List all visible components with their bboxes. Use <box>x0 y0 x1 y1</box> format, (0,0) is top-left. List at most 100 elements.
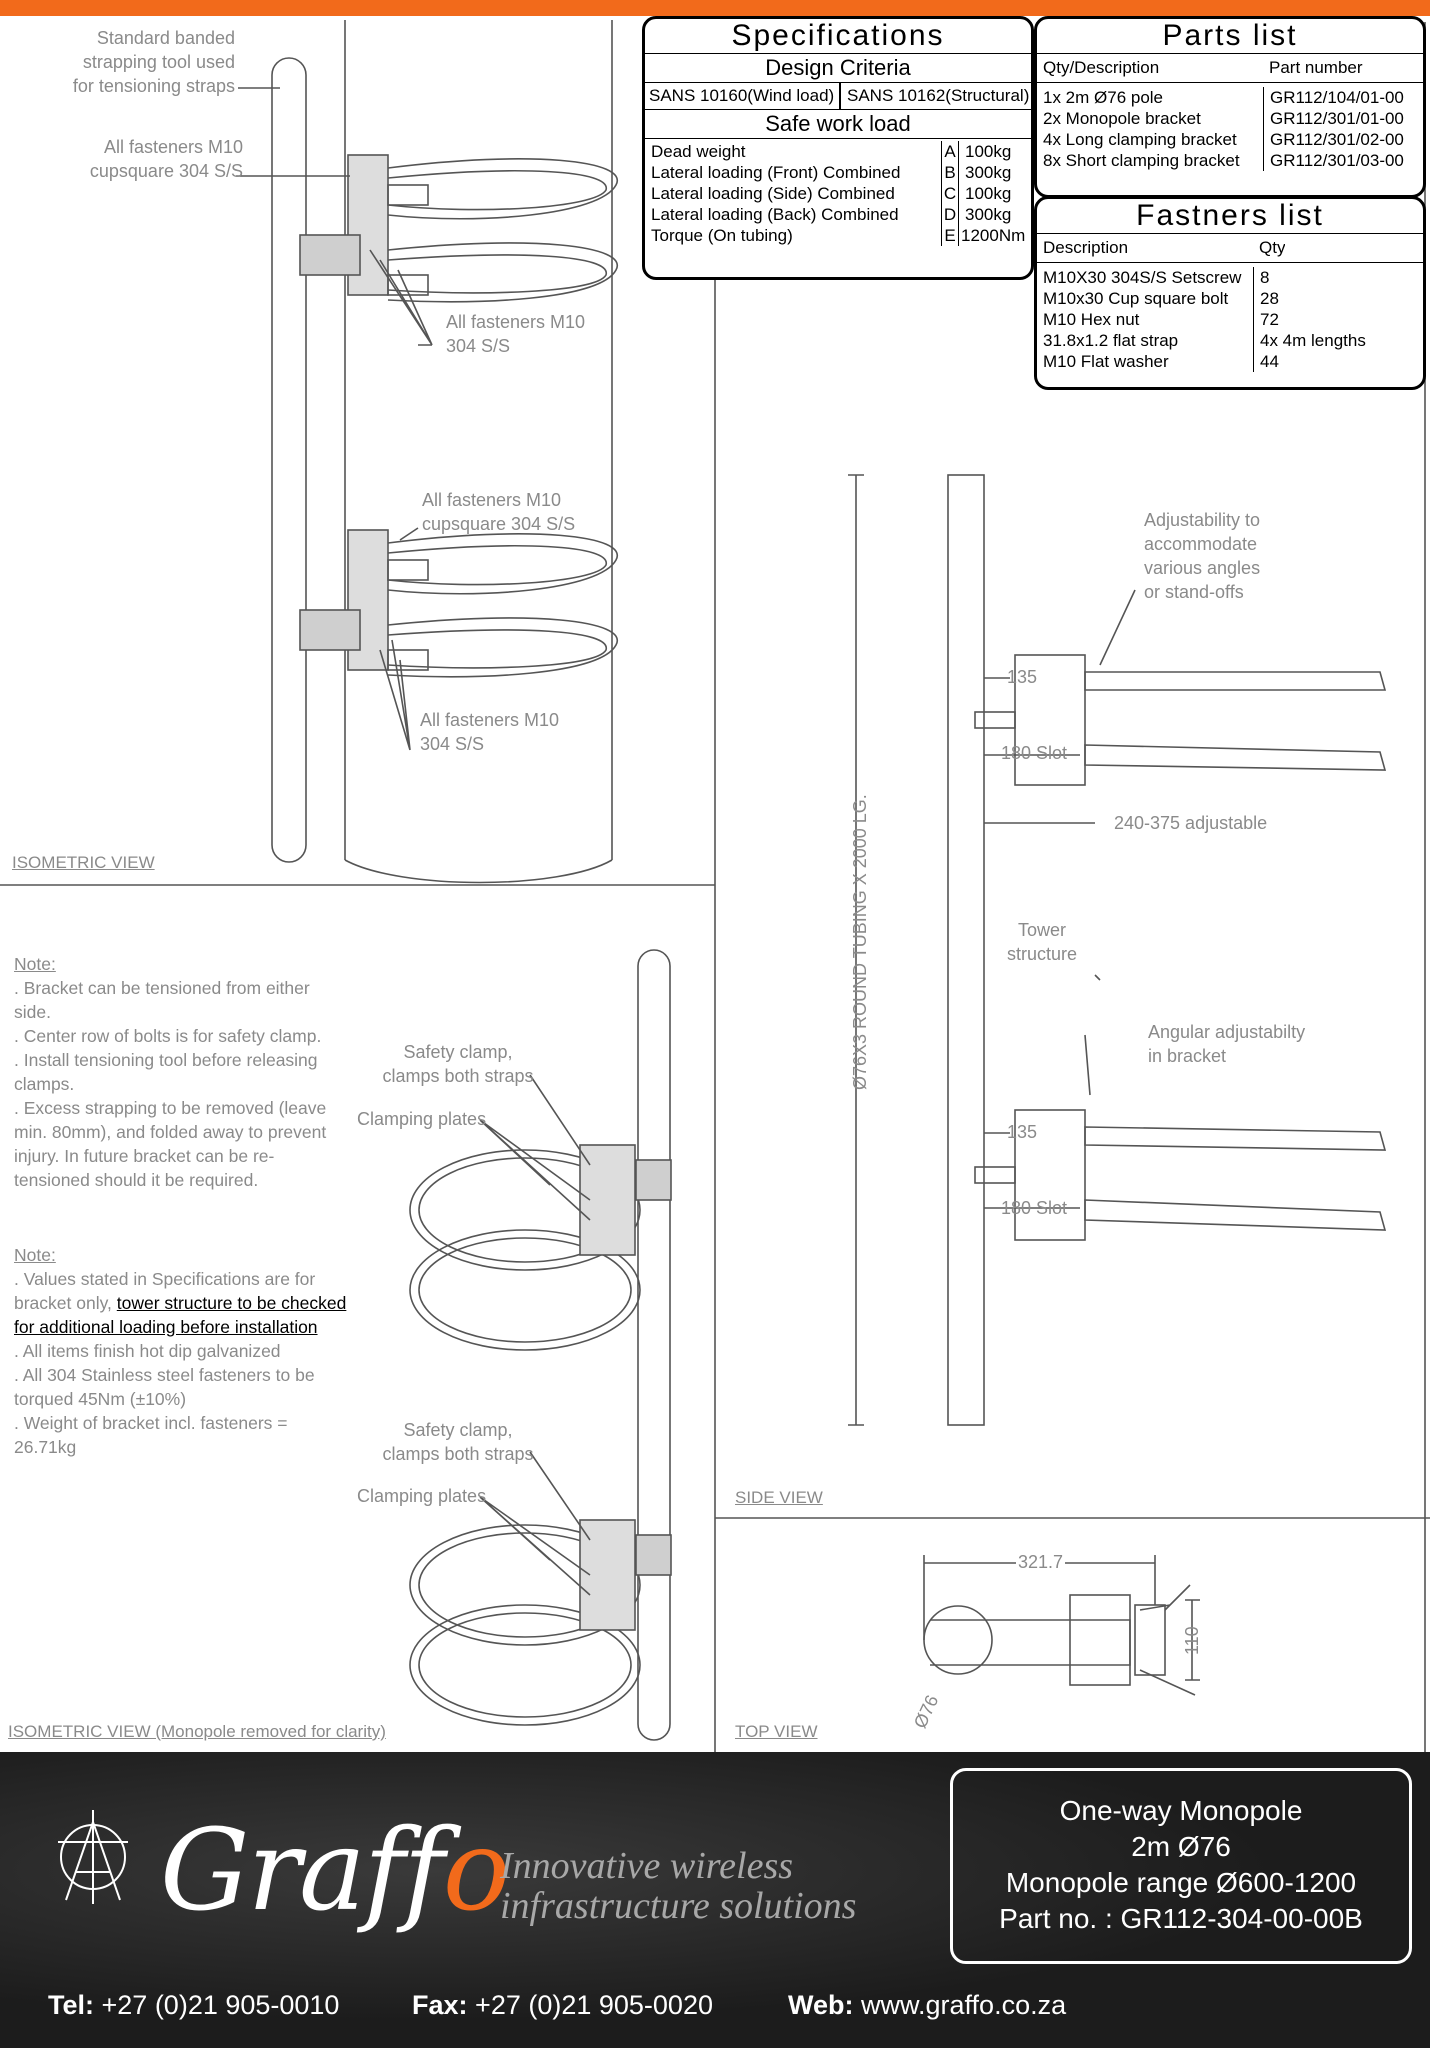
adjust-line-2: accommodate <box>1144 534 1258 554</box>
fasteners-title: Fastners list <box>1037 199 1423 234</box>
fastener-ss-1-line-2: 304 S/S <box>446 336 511 356</box>
part-desc: 2x Monopole bracket <box>1037 108 1264 129</box>
view-label-isometric: ISOMETRIC VIEW <box>12 853 155 872</box>
title-block: One-way Monopole 2m Ø76 Monopole range Ø… <box>950 1768 1412 1964</box>
spec-value: 100kg <box>965 142 1012 161</box>
fastener-cup-2-line-1: All fasteners M10 <box>422 490 562 510</box>
iso2-monopole <box>637 949 671 1741</box>
fasteners-header-desc: Description <box>1043 238 1129 257</box>
strapping-line-3: for tensioning straps <box>72 76 235 96</box>
view-label-top: TOP VIEW <box>735 1722 818 1741</box>
spec-value: 300kg <box>965 163 1012 182</box>
parts-row: 2x Monopole bracket GR112/301/01-00 <box>1037 108 1423 129</box>
fastener-row: M10x30 Cup square bolt 28 <box>1037 288 1423 309</box>
parts-row: 4x Long clamping bracket GR112/301/02-00 <box>1037 129 1423 150</box>
iso-bracket-top <box>299 154 619 303</box>
title-line: 2m Ø76 <box>1131 1831 1231 1862</box>
fastener-desc: M10 Hex nut <box>1037 309 1254 330</box>
part-number: GR112/104/01-00 <box>1270 88 1404 107</box>
side-length-dim <box>848 474 864 1426</box>
tagline-line-1: Innovative wireless <box>500 1845 794 1887</box>
dim-180-top: 180 Slot <box>1001 743 1068 763</box>
fastener-desc: M10x30 Cup square bolt <box>1037 288 1254 309</box>
brand-o: o <box>442 1806 510 1936</box>
fastener-cup-1-line-2: cupsquare 304 S/S <box>89 161 243 181</box>
note1-item: . Install tensioning tool before releasi… <box>14 1050 318 1094</box>
spec-code: B <box>941 162 959 183</box>
spec-desc: Dead weight <box>651 142 746 161</box>
fasteners-table: M10X30 304S/S Setscrew 8 M10x30 Cup squar… <box>1037 263 1423 372</box>
spec-standard: SANS 10160(Wind load) <box>645 83 841 109</box>
title-line: One-way Monopole <box>1059 1795 1303 1826</box>
label-tubing: Ø76X3 ROUND TUBING X 2000 LG. <box>850 794 870 1090</box>
tel-label: Tel: <box>48 1990 94 2020</box>
top-pole <box>923 1605 993 1675</box>
strapping-line-1: Standard banded <box>96 28 235 48</box>
notes-block-2: Note: . Values stated in Specifications … <box>14 1243 349 1459</box>
part-number: GR112/301/01-00 <box>1270 109 1404 128</box>
parts-header-part: Part number <box>1269 58 1363 77</box>
graffo-logo-icon <box>58 1810 128 1904</box>
fastener-cup-1-line-1: All fasteners M10 <box>103 137 243 157</box>
fastener-cup-2-line-2: cupsquare 304 S/S <box>422 514 576 534</box>
orange-top-bar <box>0 0 1430 16</box>
contact-web[interactable]: Web: www.graffo.co.za <box>788 1990 1066 2021</box>
label-fasteners-cupsquare-2: All fasteners M10 cupsquare 304 S/S <box>422 488 575 536</box>
fastener-qty: 44 <box>1260 352 1279 371</box>
specifications-box: Specifications Design Criteria SANS 1016… <box>642 16 1034 280</box>
label-fasteners-ss-2: All fasteners M10 304 S/S <box>420 708 559 756</box>
spec-row: Lateral loading (Side) Combined C 100kg <box>645 183 1031 204</box>
label-angular-adjustability: Angular adjustabilty in bracket <box>1148 1020 1305 1068</box>
spec-code: C <box>941 183 959 204</box>
spec-value: 100kg <box>965 184 1012 203</box>
iso-bracket-bottom <box>299 529 619 678</box>
fastener-ss-2-line-1: All fasteners M10 <box>420 710 560 730</box>
label-strapping-tool: Standard banded strapping tool used for … <box>70 26 235 98</box>
part-desc: 4x Long clamping bracket <box>1037 129 1264 150</box>
parts-title: Parts list <box>1037 19 1423 54</box>
top-dim-110 <box>1185 1599 1200 1681</box>
fastener-row: M10 Hex nut 72 <box>1037 309 1423 330</box>
fastener-desc: 31.8x1.2 flat strap <box>1037 330 1254 351</box>
safety-clamp-line-2: clamps both straps <box>382 1444 534 1464</box>
dim-adjustable: 240-375 adjustable <box>1114 813 1268 833</box>
spec-value: 300kg <box>965 205 1012 224</box>
spec-standard: SANS 10162(Structural) <box>847 86 1030 105</box>
spec-design-criteria: Design Criteria <box>645 54 1031 83</box>
brand-tagline: Innovative wireless infrastructure solut… <box>500 1846 856 1926</box>
spec-safe-work-load: Safe work load <box>645 110 1031 139</box>
web-link[interactable]: www.graffo.co.za <box>861 1990 1067 2020</box>
safety-clamp-line-1: Safety clamp, <box>403 1420 513 1440</box>
adjust-line-1: Adjustability to <box>1144 510 1261 530</box>
fastener-qty: 8 <box>1260 268 1270 287</box>
dim-110: 110 <box>1182 1626 1202 1655</box>
tower-line-1: Tower <box>1017 920 1066 940</box>
spec-desc: Lateral loading (Front) Combined <box>651 163 901 182</box>
label-tower-structure: Tower structure <box>992 918 1092 966</box>
fastener-qty: 4x 4m lengths <box>1260 331 1366 350</box>
fastener-qty: 72 <box>1260 310 1279 329</box>
safety-clamp-line-1: Safety clamp, <box>403 1042 513 1062</box>
note1-item: . Bracket can be tensioned from either s… <box>14 978 310 1022</box>
fastener-qty: 28 <box>1260 289 1279 308</box>
label-safety-clamp-bottom: Safety clamp, clamps both straps <box>378 1418 538 1466</box>
spec-code: E <box>941 225 959 246</box>
note2-title: Note: <box>14 1245 56 1265</box>
label-clamping-plates-top: Clamping plates <box>357 1109 487 1129</box>
dim-321: 321.7 <box>1016 1550 1066 1574</box>
spec-row: Lateral loading (Front) Combined B 300kg <box>645 162 1031 183</box>
part-number: GR112/301/02-00 <box>1270 130 1404 149</box>
tel-value: +27 (0)21 905-0010 <box>101 1990 340 2020</box>
fastener-desc: M10X30 304S/S Setscrew <box>1037 267 1254 288</box>
spec-desc: Lateral loading (Side) Combined <box>651 184 895 203</box>
spec-standards-row: SANS 10160(Wind load) SANS 10162(Structu… <box>645 83 1031 110</box>
iso-tower-cylinder <box>344 20 613 860</box>
brand-main: Graff <box>160 1806 445 1936</box>
spec-desc: Lateral loading (Back) Combined <box>651 205 899 224</box>
